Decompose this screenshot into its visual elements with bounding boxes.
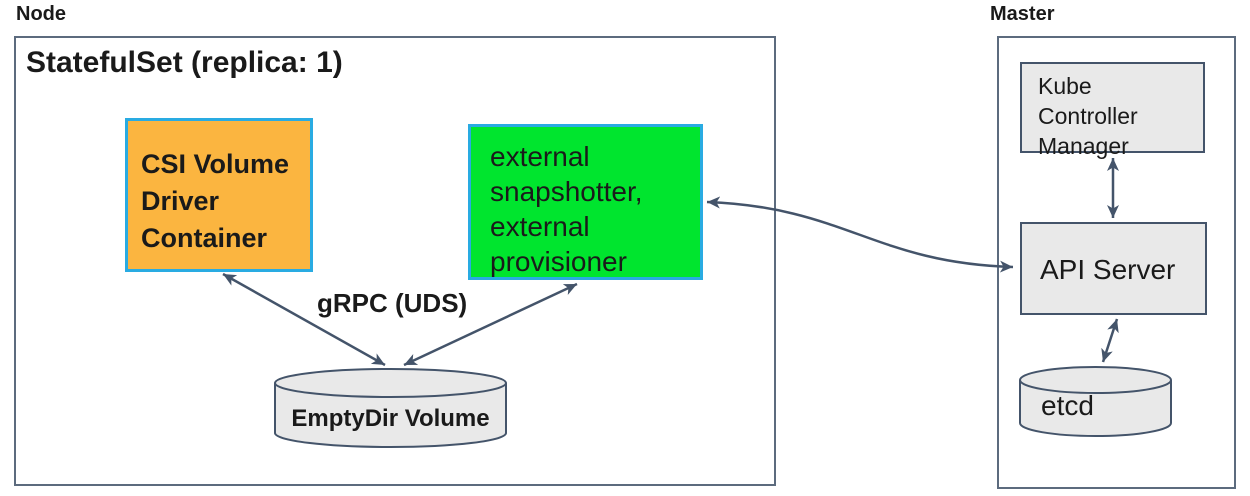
emptydir-volume-label: EmptyDir Volume xyxy=(291,405,490,432)
kube-controller-manager-box: Kube Controller Manager xyxy=(1020,62,1205,159)
csi-volume-driver-container-box: CSI Volume Driver Container xyxy=(125,118,313,272)
statefulset-label: StatefulSet (replica: 1) xyxy=(26,46,343,79)
node-group-label: Node xyxy=(16,3,66,25)
etcd-label: etcd xyxy=(1041,390,1094,421)
external-snapshotter-provisioner-box: external snapshotter, external provision… xyxy=(468,124,703,280)
master-group-label: Master xyxy=(990,3,1055,25)
grpc-uds-label: gRPC (UDS) xyxy=(317,288,468,318)
api-server-box: API Server xyxy=(1020,222,1207,315)
